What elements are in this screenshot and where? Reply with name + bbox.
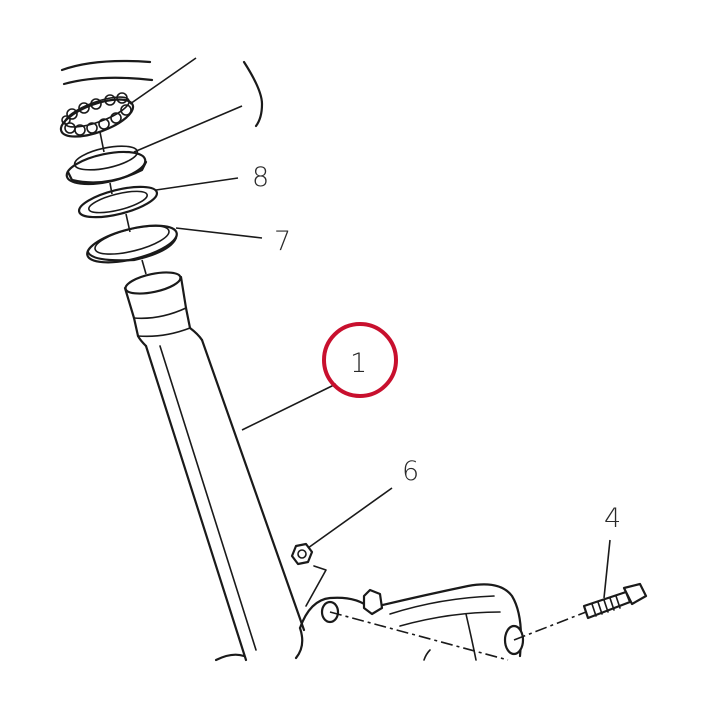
callout-6: 6 xyxy=(402,456,419,487)
axis-line-7 xyxy=(125,213,131,233)
leader-6 xyxy=(307,487,393,549)
part-6-nut xyxy=(290,542,314,566)
leader-bearing xyxy=(129,57,197,105)
part-8-washer xyxy=(77,185,159,219)
leader-1 xyxy=(241,383,337,431)
callout-1: 1 xyxy=(350,348,367,379)
leader-4 xyxy=(603,539,611,599)
axis-line-8 xyxy=(109,182,113,195)
leader-8 xyxy=(155,177,239,191)
nut-axis-line xyxy=(305,565,327,607)
leader-7 xyxy=(175,227,263,239)
bolt-axis-line-2 xyxy=(513,611,587,641)
ball-bearing-cage xyxy=(59,92,135,138)
bolt-axis-line xyxy=(329,611,509,661)
part-1-steering-stem xyxy=(123,271,306,662)
axis-line-top xyxy=(99,131,105,153)
yoke-stud xyxy=(362,588,384,616)
lower-yoke xyxy=(214,583,525,662)
axis-line-stem xyxy=(141,259,147,275)
top-bearing-race xyxy=(60,59,154,86)
bearing-bracket xyxy=(242,60,264,128)
highlight-circle-icon xyxy=(322,322,398,398)
callout-7: 7 xyxy=(274,226,291,257)
callout-4: 4 xyxy=(604,503,621,534)
leader-bearing-cup xyxy=(133,105,243,153)
lower-bearing-cup xyxy=(65,145,148,186)
callout-8: 8 xyxy=(252,162,269,193)
part-7-seal xyxy=(86,224,178,264)
part-4-bolt xyxy=(582,582,648,620)
